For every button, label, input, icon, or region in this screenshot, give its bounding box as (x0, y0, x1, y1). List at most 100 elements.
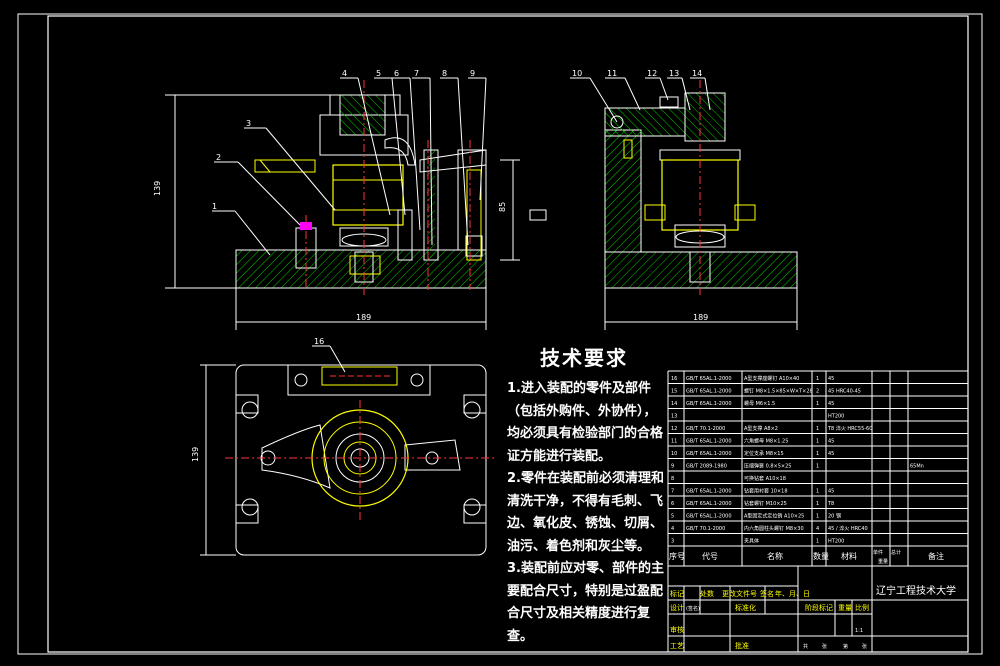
bom-row-no: 5 (671, 514, 674, 520)
bom-row-qty: 1 (816, 401, 819, 407)
bom-row-qty: 1 (816, 539, 819, 545)
callout-10: 10 (572, 69, 582, 78)
tech-item-3: 3.装配前应对零、部件的主要配合尺寸，特别是过盈配合尺寸及相关精度进行复查。 (507, 561, 664, 644)
bom-header-material: 材料 (841, 551, 857, 561)
front-dimensions (165, 94, 520, 330)
bom-table (667, 370, 969, 652)
title-sheet-total-unit: 张 (822, 643, 827, 650)
bom-row-qty: 1 (816, 376, 819, 382)
bom-row-name: 钻套用衬套 10×18 (744, 488, 788, 495)
bom-row-material: 45 (828, 401, 834, 407)
dim-front-width: 189 (356, 313, 371, 322)
bom-row-no: 9 (671, 464, 674, 470)
bom-row-name: 夹具体 (744, 538, 759, 545)
bom-row-no: 8 (671, 476, 674, 482)
bom-row-code: GB/T 65AL.1-2000 (686, 389, 732, 395)
callout-6: 6 (394, 69, 399, 78)
bom-row-code: GB/T 65AL.1-2000 (686, 501, 732, 507)
bom-row-no: 13 (671, 414, 677, 420)
bom-row-qty: 4 (816, 526, 819, 532)
bom-row-code: GB/T 65AL.1-2000 (686, 451, 732, 457)
title-design: 设计 (670, 603, 684, 612)
bom-header-total: 总计 (891, 549, 901, 556)
front-view (235, 80, 487, 295)
inner-border (47, 15, 969, 653)
bom-row-qty: 1 (816, 489, 819, 495)
title-sign-mark: 标记 (670, 589, 684, 598)
title-sheet-total: 共 (803, 643, 808, 650)
bom-row-name: 内六角圆柱头螺钉 M8×30 (744, 525, 804, 532)
dim-front-inner: 85 (498, 202, 507, 212)
bom-row-no: 7 (671, 489, 674, 495)
bom-row-name: A型支撑 A8×2 (744, 425, 778, 432)
bom-row-name: 可换钻套 A10×18 (744, 475, 786, 482)
bom-row-material: 45 (828, 451, 834, 457)
callout-8: 8 (442, 69, 447, 78)
dim-side-width: 189 (693, 313, 708, 322)
bom-header-unit: 单件 (873, 549, 883, 556)
bom-header-name: 名称 (767, 551, 783, 561)
bom-row-code: GB/T 65AL.1-2000 (686, 439, 732, 445)
bom-row-name: 钻套螺钉 M10×25 (744, 500, 787, 507)
dim-plan-height: 139 (191, 447, 200, 462)
callout-4: 4 (342, 69, 347, 78)
bom-row-no: 3 (671, 539, 674, 545)
callout-7: 7 (414, 69, 419, 78)
bom-row-code: GB/T 65AL.1-2000 (686, 514, 732, 520)
callout-16: 16 (314, 337, 324, 346)
tech-requirements-title: 技术要求 (540, 346, 628, 370)
bom-row-name: A型固定式定位销 A10×25 (744, 513, 804, 520)
title-sign-change: 更改文件号 (722, 589, 757, 598)
bom-row-no: 14 (671, 401, 677, 407)
callout-13: 13 (669, 69, 679, 78)
title-standardization: 标准化 (735, 603, 756, 612)
side-view (604, 80, 798, 330)
bom-row-qty: 1 (816, 514, 819, 520)
bom-row-code: GB/T 65AL.1-2000 (686, 401, 732, 407)
bom-header-no: 序号 (669, 551, 685, 561)
tech-requirements-body: 1.进入装配的零件及部件（包括外购件、外协件），均必须具有检验部门的合格证方能进… (507, 378, 665, 648)
callout-3: 3 (246, 119, 251, 128)
callout-1: 1 (212, 202, 217, 211)
bom-header-code: 代号 (702, 551, 718, 561)
bom-row-material: HT200 (828, 414, 844, 420)
dim-front-height: 139 (153, 181, 162, 196)
bom-row-material: 45 (828, 439, 834, 445)
bom-row-code: GB/T 65AL.1-2000 (686, 489, 732, 495)
bom-row-qty: 2 (816, 389, 819, 395)
title-school-name: 辽宁工程技术大学 (876, 584, 956, 597)
bom-row-no: 11 (671, 439, 677, 445)
bom-row-name: 螺母 M6×1.5 (744, 400, 775, 407)
bom-row-qty: 1 (816, 464, 819, 470)
bom-row-remark: 65Mn (910, 464, 924, 470)
outer-border (17, 13, 983, 655)
bom-row-name: 六角螺母 M8×1.25 (744, 438, 788, 445)
bom-row-material: 45 / 淬火 HRC40 (828, 525, 868, 532)
title-sign-count: 处数 (700, 589, 714, 598)
bom-row-name: 压缩弹簧 0.8×5×25 (744, 463, 791, 470)
title-weight: 重量 (838, 604, 852, 612)
bom-row-no: 12 (671, 426, 677, 432)
bom-row-material: 45 (828, 376, 834, 382)
bom-row-material: T8 淬火 HRC55-60 (827, 425, 872, 432)
bom-row-no: 10 (671, 451, 677, 457)
title-design-value: (签名) (686, 605, 700, 612)
workpiece-front (332, 164, 404, 226)
bom-header-weight: 重量 (878, 558, 888, 565)
tech-item-2: 2.零件在装配前必须清理和清洗干净，不得有毛刺、飞边、氧化皮、锈蚀、切屑、油污、… (507, 471, 664, 554)
top-bushing (339, 94, 386, 136)
callout-leaders (212, 77, 711, 373)
title-approve: 批准 (735, 641, 749, 650)
callout-11: 11 (607, 69, 617, 78)
bom-row-no: 16 (671, 376, 677, 382)
title-sign-signature: 签名 (760, 589, 774, 598)
title-sign-date: 年、月、日 (775, 589, 810, 598)
title-sheet-no: 第 (843, 643, 848, 650)
bom-row-qty: 1 (816, 426, 819, 432)
bom-row-name: 定位支承 M8×15 (744, 450, 784, 457)
bom-header-qty: 数量 (813, 551, 829, 561)
bom-row-code: GB/T 70.1-2000 (686, 526, 725, 532)
callout-14: 14 (692, 69, 702, 78)
